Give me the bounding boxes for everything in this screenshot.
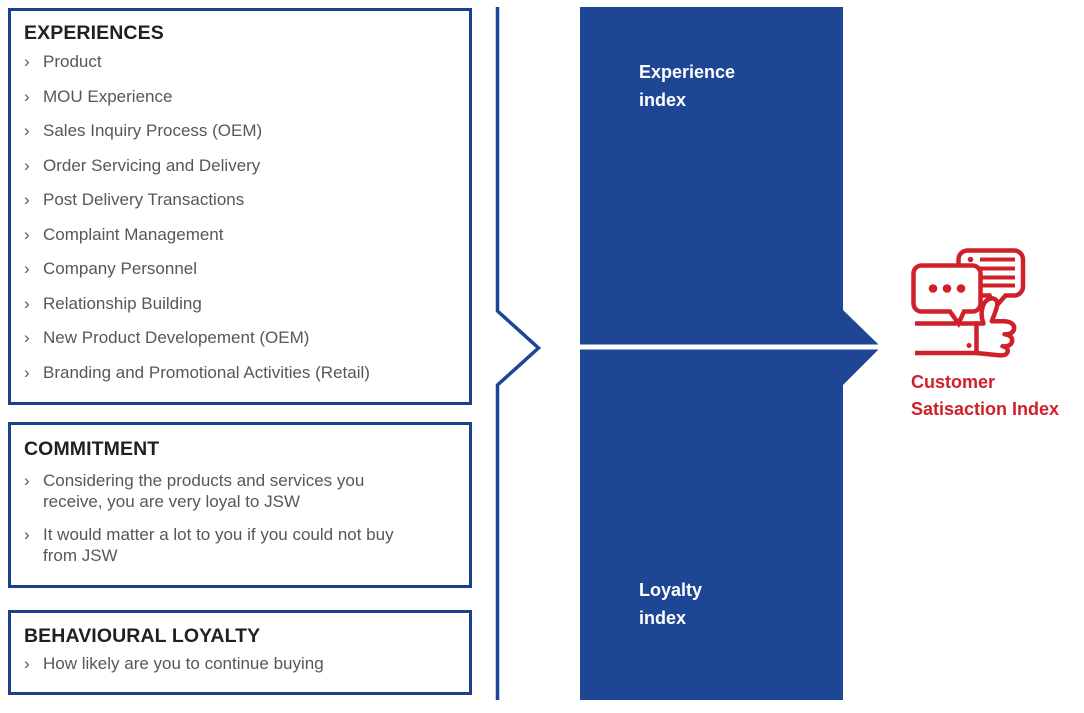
panel-experiences-list: › Product › MOU Experience › Sales Inquiry Pr… bbox=[24, 51, 455, 383]
list-item: › It would matter a lot to you if you cou… bbox=[24, 524, 455, 566]
cuff-button-dot bbox=[966, 343, 972, 348]
experience-index-label: Experience index bbox=[639, 62, 736, 110]
list-item: › Product bbox=[24, 51, 455, 72]
chevron-bullet-icon: › bbox=[24, 259, 30, 278]
chevron-bullet-icon: › bbox=[24, 86, 30, 106]
list-item-label: Product bbox=[43, 52, 102, 71]
list-item-label: Considering the products and services yo… bbox=[43, 471, 365, 511]
chevron-bullet-icon: › bbox=[24, 121, 30, 140]
panel-behavioural-loyalty-title: BEHAVIOURAL LOYALTY bbox=[24, 625, 261, 647]
feedback-thumbs-up-icon bbox=[911, 248, 1026, 358]
list-item: › Order Servicing and Delivery bbox=[24, 155, 455, 176]
panel-behavioural-loyalty-list: › How likely are you to continue buying bbox=[24, 653, 455, 674]
chevron-bullet-icon: › bbox=[24, 362, 30, 382]
bubble-ellipsis-dots bbox=[928, 284, 966, 293]
list-item: › Relationship Building bbox=[24, 293, 455, 314]
chevron-bullet-icon: › bbox=[24, 155, 30, 175]
list-item: › Post Delivery Transactions bbox=[24, 189, 455, 210]
loyalty-index-block bbox=[580, 349, 879, 700]
result-label: Customer Satisaction Index bbox=[911, 372, 1060, 419]
list-item-label: Post Delivery Transactions bbox=[43, 190, 245, 209]
panel-experiences-title: EXPERIENCES bbox=[24, 22, 164, 44]
panel-behavioural-loyalty: BEHAVIOURAL LOYALTY › How likely are you … bbox=[8, 610, 472, 695]
chevron-bullet-icon: › bbox=[24, 293, 30, 313]
panel-experiences: EXPERIENCES › Product › MOU Experience › Sale… bbox=[8, 8, 472, 405]
list-item-label: Relationship Building bbox=[43, 293, 202, 313]
list-item-label: How likely are you to continue buying bbox=[43, 654, 324, 673]
list-item: › Company Personnel bbox=[24, 258, 455, 279]
chevron-bullet-icon: › bbox=[24, 525, 30, 544]
list-item-label: New Product Developement (OEM) bbox=[43, 328, 310, 347]
chevron-bullet-icon: › bbox=[24, 471, 30, 490]
chevron-bullet-icon: › bbox=[24, 52, 30, 71]
bubble-bullet-dot bbox=[967, 256, 974, 263]
experience-index-block bbox=[580, 7, 879, 345]
list-item-label: Complaint Management bbox=[43, 224, 224, 244]
list-item-label: Branding and Promotional Activities (Ret… bbox=[43, 362, 370, 382]
speech-bubble-dots-icon bbox=[911, 263, 983, 328]
list-item: › MOU Experience bbox=[24, 86, 455, 107]
list-item-label: It would matter a lot to you if you coul… bbox=[43, 525, 394, 565]
panel-commitment-list: › Considering the products and services y… bbox=[24, 470, 455, 566]
list-item-label: Order Servicing and Delivery bbox=[43, 155, 261, 175]
chevron-bullet-icon: › bbox=[24, 328, 30, 347]
list-item: › Considering the products and services y… bbox=[24, 470, 455, 512]
thumbs-up-hand-icon bbox=[974, 296, 1017, 358]
panel-commitment-title: COMMITMENT bbox=[24, 438, 160, 460]
chevron-bullet-icon: › bbox=[24, 190, 30, 209]
loyalty-index-label: Loyalty index bbox=[639, 580, 703, 628]
chevron-bullet-icon: › bbox=[24, 654, 30, 673]
list-item: › Branding and Promotional Activities (Re… bbox=[24, 362, 455, 383]
list-item: › Sales Inquiry Process (OEM) bbox=[24, 120, 455, 141]
list-item-label: Sales Inquiry Process (OEM) bbox=[43, 121, 263, 140]
sleeve-lines bbox=[915, 321, 977, 356]
list-item-label: Company Personnel bbox=[43, 259, 198, 278]
list-item-label: MOU Experience bbox=[43, 86, 173, 106]
divider-chevron-line bbox=[495, 7, 542, 700]
list-item: › New Product Developement (OEM) bbox=[24, 327, 455, 348]
panel-commitment: COMMITMENT › Considering the products and… bbox=[8, 422, 472, 588]
chevron-bullet-icon: › bbox=[24, 224, 30, 244]
list-item: › Complaint Management bbox=[24, 224, 455, 245]
list-item: › How likely are you to continue buying bbox=[24, 653, 455, 674]
